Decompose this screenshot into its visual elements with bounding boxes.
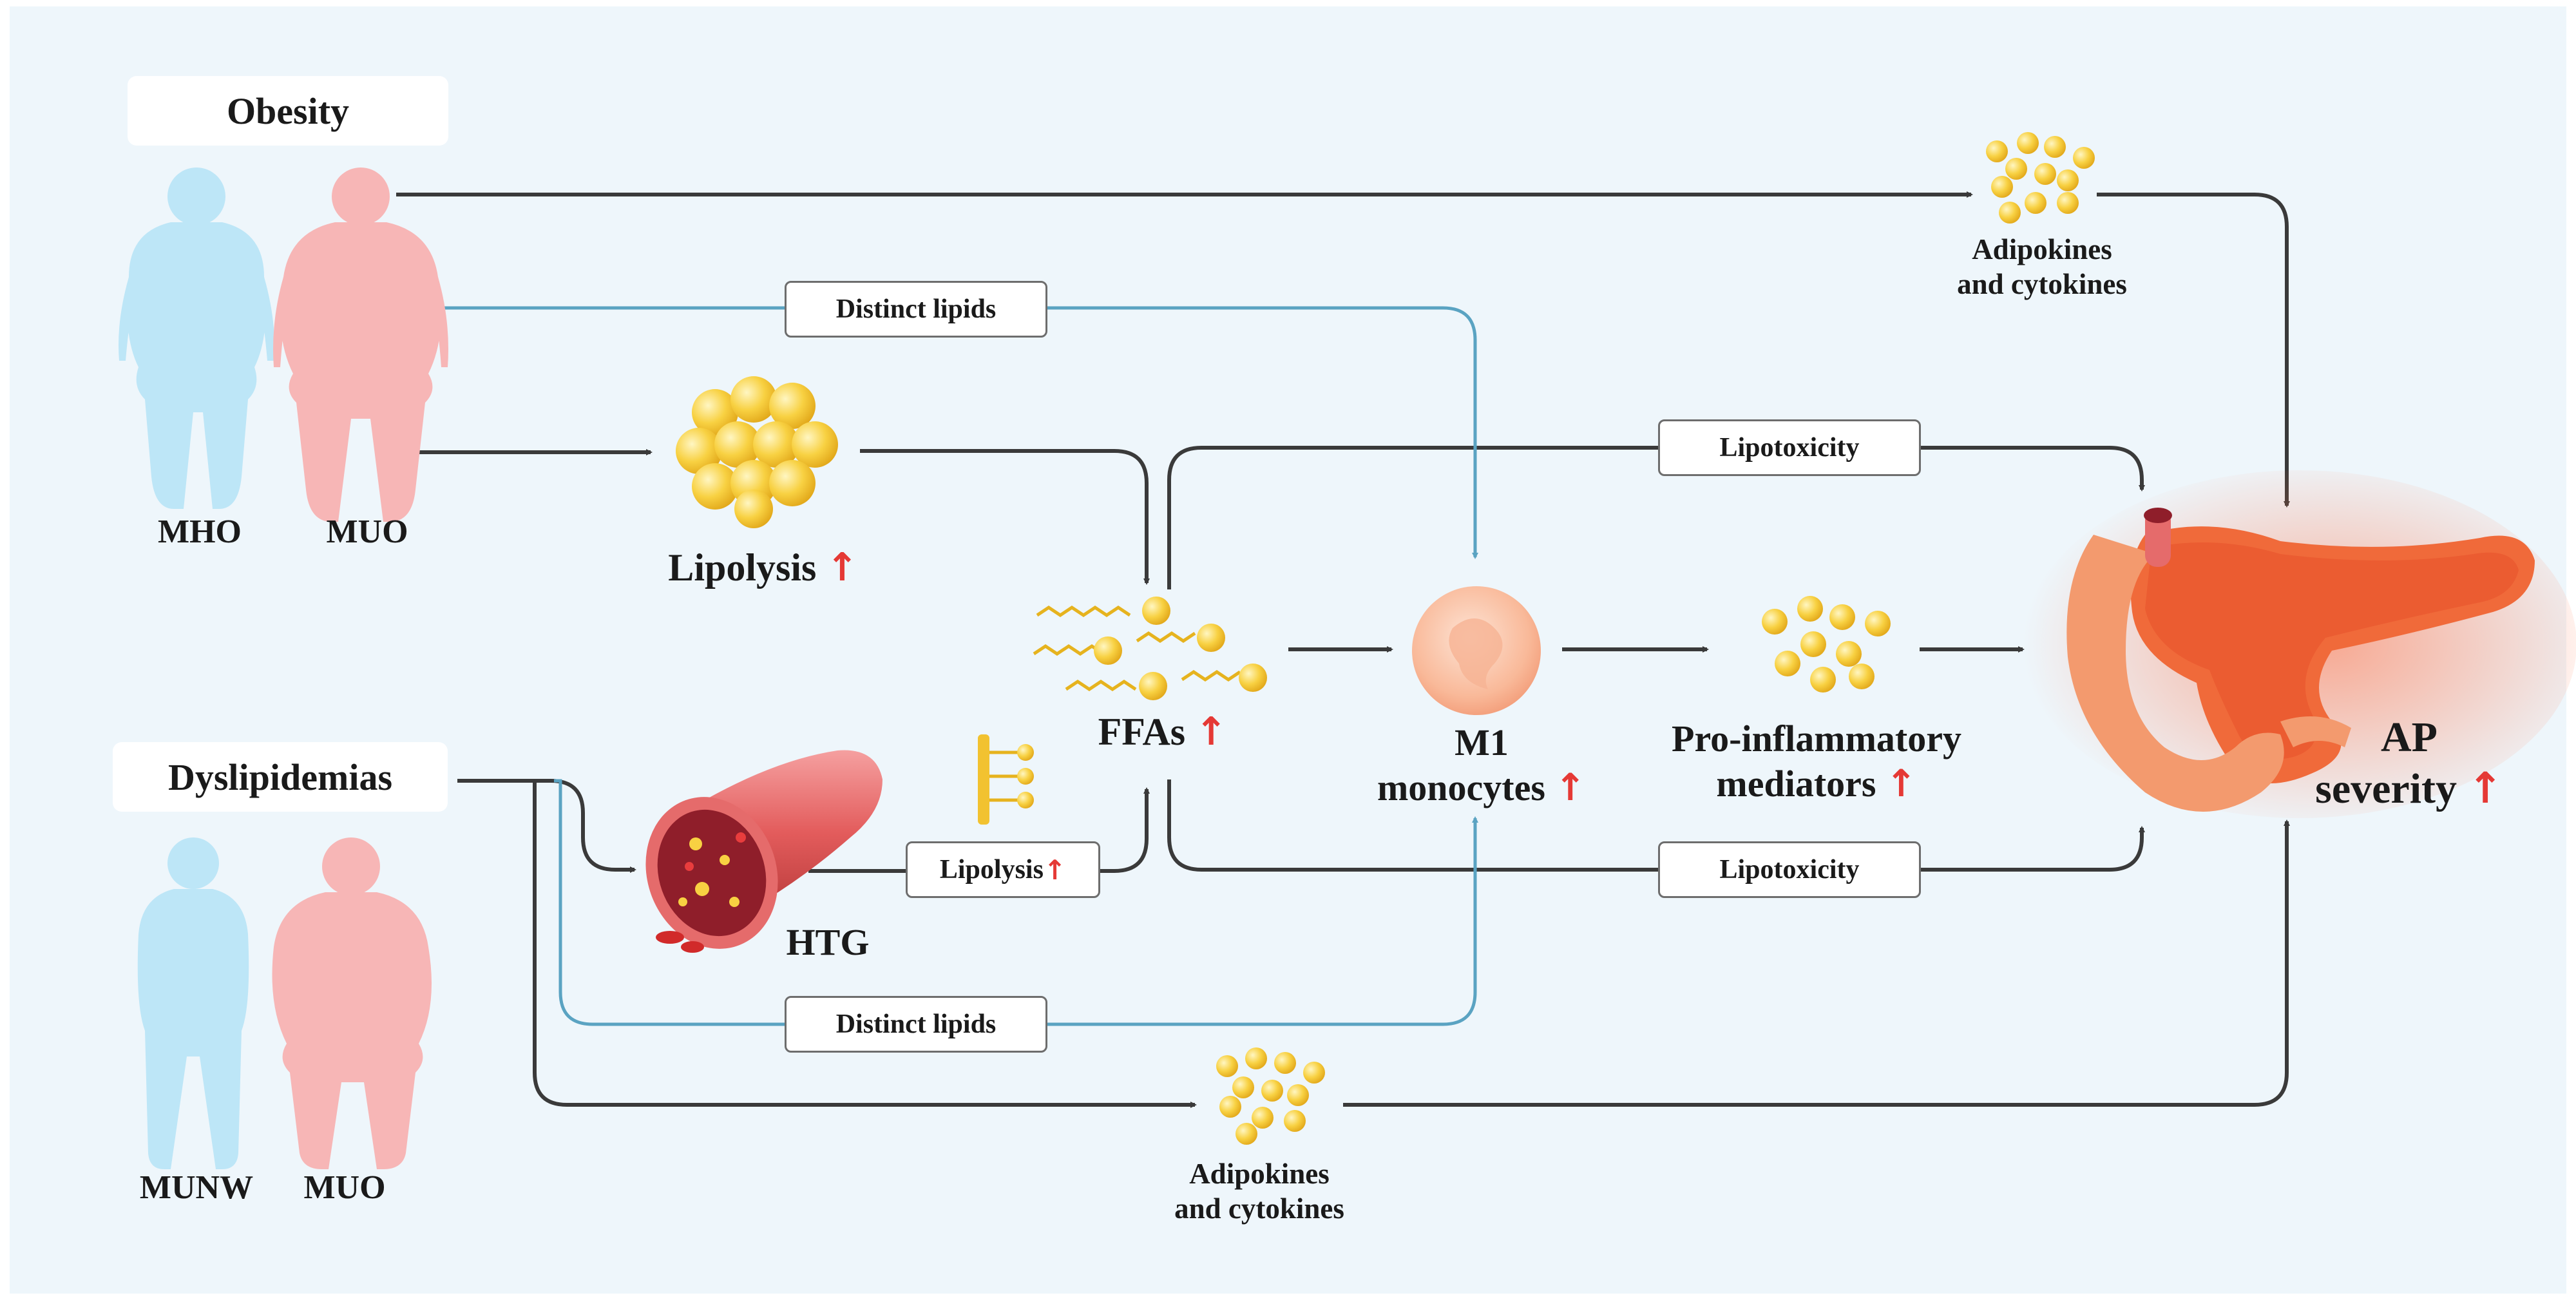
arrow-adipokines-to-ap xyxy=(2097,193,2290,508)
distinct-lipids-bottom-box: Distinct lipids xyxy=(785,996,1047,1053)
monocyte-cell-icon xyxy=(1412,586,1541,715)
ffas-up-arrow: ↑ xyxy=(1195,709,1228,754)
ffas-text: FFAs xyxy=(1098,711,1186,753)
arrow-dyslipidemias-to-htg xyxy=(457,779,636,873)
obesity-title: Obesity xyxy=(128,76,448,146)
ap-line2: severity xyxy=(2315,765,2457,813)
ap-severity-label: AP severity ↑ xyxy=(2293,712,2525,814)
muo-obesity-figure xyxy=(273,167,448,522)
lipotoxicity-bottom-box: Lipotoxicity xyxy=(1658,841,1921,898)
ap-up-arrow: ↑ xyxy=(2467,763,2503,814)
arrow-dyslipidemias-to-adipokines xyxy=(528,779,1197,1108)
adipokines-top-line2: and cytokines xyxy=(1957,268,2127,300)
mho-label: MHO xyxy=(158,513,242,550)
blue-arrows xyxy=(438,306,1478,1026)
distinct-lipids-top-box: Distinct lipids xyxy=(785,281,1047,338)
lipotoxicity-top-box: Lipotoxicity xyxy=(1658,419,1921,476)
ap-line1: AP xyxy=(2381,714,2438,761)
muo-dyslipidemia-label: MUO xyxy=(303,1169,386,1206)
munw-figure xyxy=(137,837,249,1169)
lipolysis-htg-box: Lipolysis↑ xyxy=(906,841,1100,898)
lipolysis-htg-up-arrow: ↑ xyxy=(1043,854,1067,886)
muo-dyslipidemia-figure xyxy=(272,837,432,1169)
blood-vessel-icon xyxy=(645,750,883,953)
mho-figure xyxy=(119,167,274,509)
mediator-dots-icon xyxy=(1762,596,1891,693)
arrow-distinct-lipids-bottom xyxy=(554,779,1478,1026)
pancreas-icon xyxy=(2023,470,2576,818)
lipolysis-node-label: Lipolysis ↑ xyxy=(651,544,876,591)
m1-node-label: M1 monocytes ↑ xyxy=(1353,720,1610,810)
fat-cluster-icon xyxy=(676,376,838,528)
arrows xyxy=(396,191,2290,1108)
lipolysis-text: Lipolysis xyxy=(668,546,817,589)
adipokines-top-line1: Adipokines xyxy=(1972,233,2112,265)
arrow-adipokines-bottom-to-ap xyxy=(1343,819,2290,1107)
mediators-line2: mediators xyxy=(1716,762,1876,805)
adipokines-bottom-dots-icon xyxy=(1216,1047,1325,1145)
mediators-up-arrow: ↑ xyxy=(1885,761,1917,805)
m1-line2: monocytes xyxy=(1377,766,1545,808)
arrow-ffas-lipotoxicity-bottom xyxy=(1167,779,2145,872)
lipolysis-htg-text: Lipolysis xyxy=(939,855,1044,884)
muo-obesity-label: MUO xyxy=(326,513,408,550)
munw-label: MUNW xyxy=(139,1169,254,1206)
arrow-ffas-lipotoxicity-top xyxy=(1167,446,2145,589)
mediators-node-label: Pro-inflammatory mediators ↑ xyxy=(1643,716,1990,806)
htg-label: HTG xyxy=(786,921,870,963)
arrow-distinct-lipids-top xyxy=(438,306,1478,559)
arrow-lipolysis-to-ffas xyxy=(860,449,1150,585)
ffa-molecules-icon xyxy=(1033,597,1267,700)
lipid-molecule-icon xyxy=(978,734,1034,825)
m1-line1: M1 xyxy=(1455,722,1509,763)
adipokines-bottom-line1: Adipokines xyxy=(1189,1158,1330,1190)
adipokines-top-label: Adipokines and cytokines xyxy=(1907,232,2177,301)
mediators-line1: Pro-inflammatory xyxy=(1672,718,1961,760)
adipokines-bottom-line2: and cytokines xyxy=(1174,1192,1344,1225)
arrow-htg-to-ffas xyxy=(808,787,1150,873)
lipolysis-up-arrow: ↑ xyxy=(826,545,859,590)
adipokines-top-dots-icon xyxy=(1986,132,2095,224)
dyslipidemias-title: Dyslipidemias xyxy=(113,742,448,812)
adipokines-bottom-label: Adipokines and cytokines xyxy=(1124,1156,1395,1226)
m1-up-arrow: ↑ xyxy=(1554,765,1587,809)
ffas-node-label: FFAs ↑ xyxy=(1082,709,1243,755)
